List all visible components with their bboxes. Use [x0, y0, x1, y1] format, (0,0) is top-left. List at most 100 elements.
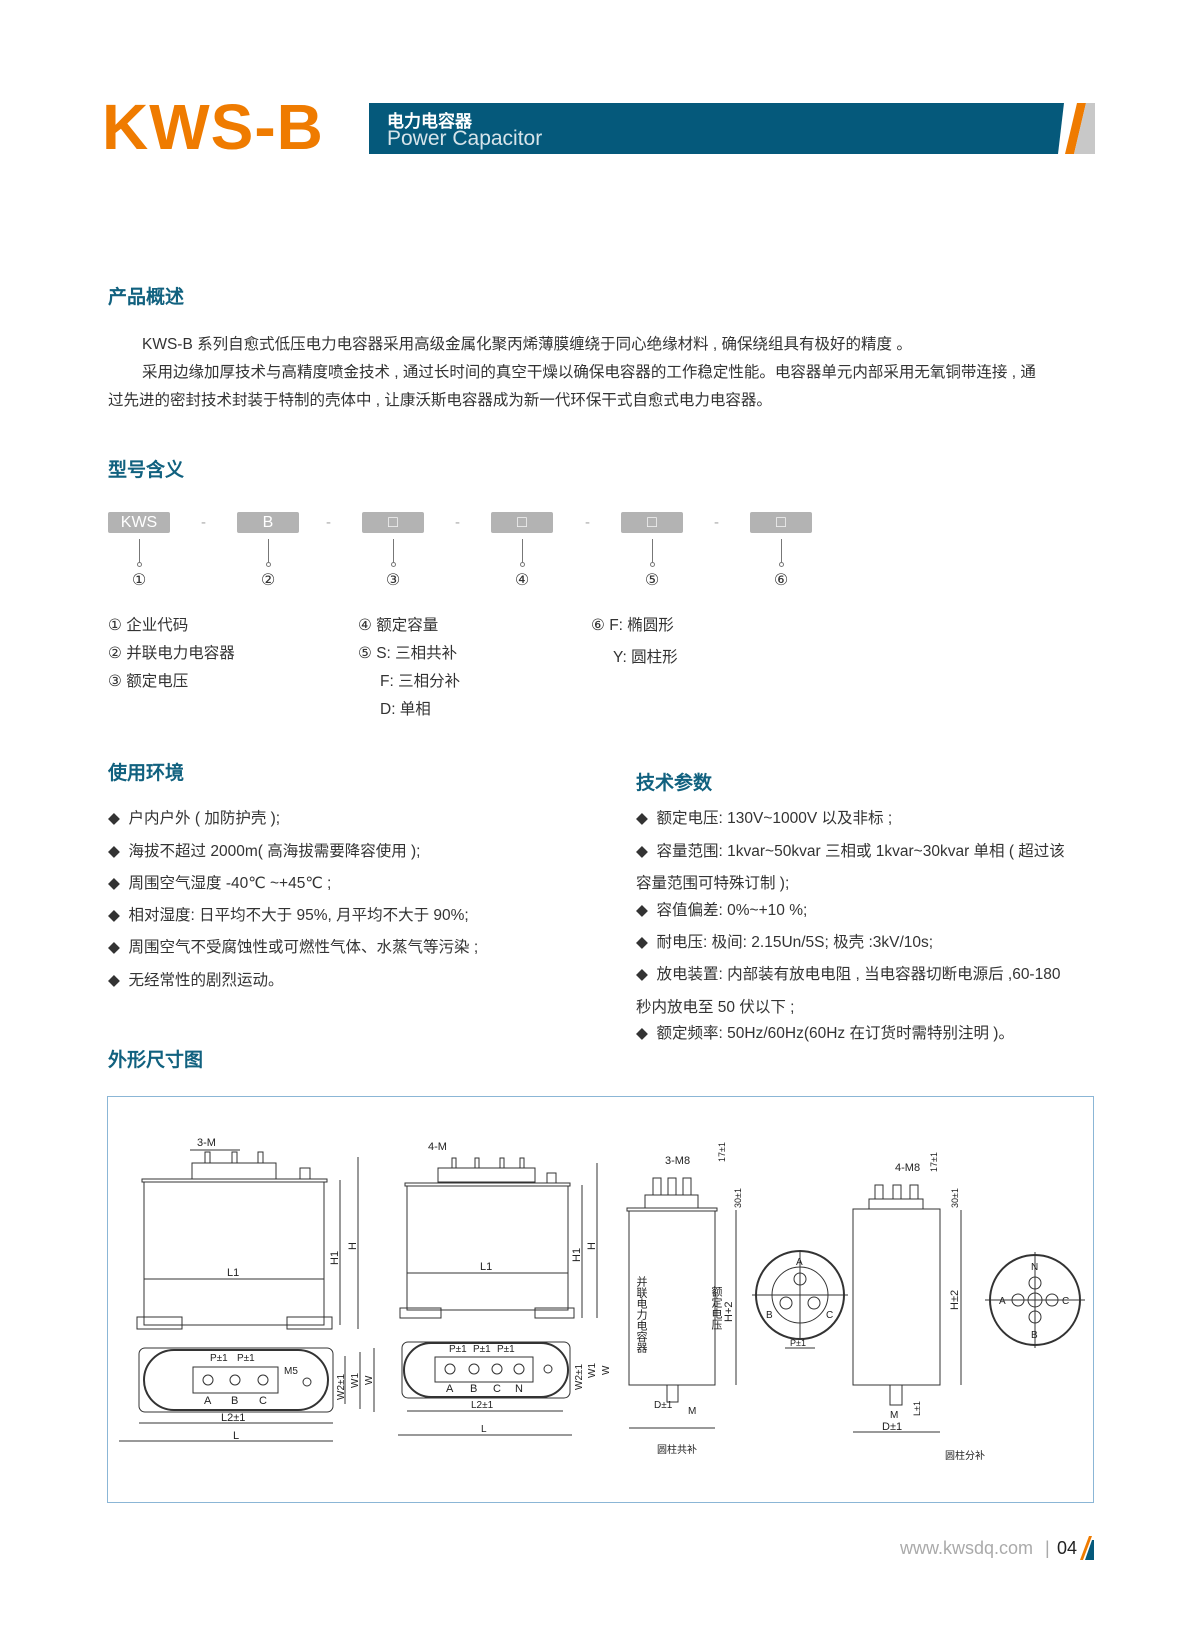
label-b: B: [1031, 1330, 1038, 1341]
connector-line: [266, 539, 271, 567]
label-m: M: [890, 1410, 898, 1421]
bullet-icon: ◆: [108, 907, 120, 924]
label-c: C: [259, 1395, 267, 1407]
caption-split: 圆柱分补: [945, 1449, 985, 1462]
model-code-box: □: [621, 512, 683, 533]
position-number: ⑥: [773, 572, 789, 589]
legend-item: ⑥ F: 椭圆形: [591, 617, 674, 634]
tech-param-text: 额定电压: 130V~1000V 以及非标 ;: [656, 810, 893, 827]
title-banner: 电力电容器 Power Capacitor: [369, 103, 1055, 154]
footer-logo-icon: [1080, 1536, 1094, 1560]
separator: -: [714, 514, 719, 531]
label-l1: L1: [227, 1267, 239, 1279]
tech-param-text: 放电装置: 内部装有放电电阻 , 当电容器切断电源后 ,60-180: [656, 966, 1061, 983]
label-m5: M5: [284, 1366, 298, 1377]
label-a: A: [999, 1296, 1006, 1307]
label-c: C: [826, 1310, 833, 1321]
label-a: A: [796, 1257, 803, 1268]
legend-item: ⑤ S: 三相共补: [358, 645, 458, 662]
drawing-oval-3phase-top: P±1 P±1 M5 A B C L2±1 L W2±1 W1 W: [119, 1347, 375, 1442]
tech-param-text: 容值偏差: 0%~+10 %;: [656, 902, 808, 919]
environment-item-text: 户内户外 ( 加防护壳 );: [128, 810, 281, 827]
label-b: B: [231, 1395, 238, 1407]
separator: -: [585, 514, 590, 531]
label-m: M: [688, 1406, 696, 1417]
environment-item: ◆ 无经常性的剧烈运动。: [108, 968, 284, 990]
bullet-icon: ◆: [636, 902, 648, 919]
label-3m8: 3-M8: [665, 1155, 690, 1167]
environment-item: ◆ 周围空气不受腐蚀性或可燃性气体、水蒸气等污染 ;: [108, 935, 478, 957]
bullet-icon: ◆: [636, 843, 648, 860]
section-heading-drawing: 外形尺寸图: [108, 1050, 204, 1071]
separator: -: [201, 514, 206, 531]
environment-item: ◆ 户内户外 ( 加防护壳 );: [108, 806, 280, 828]
banner-title-en: Power Capacitor: [387, 127, 543, 150]
tech-param-line: ◆ 额定电压: 130V~1000V 以及非标 ;: [636, 806, 892, 828]
label-17: 17±1: [929, 1152, 939, 1172]
tech-param-line: ◆ 容值偏差: 0%~+10 %;: [636, 898, 807, 920]
label-d: D±1: [882, 1421, 902, 1433]
dimension-drawings: 3-M L1 H1 H P±1 P±1 M5 A B C L2±1 L W2±1…: [119, 1137, 1085, 1462]
banner-title-cn: 电力电容器: [387, 112, 472, 131]
label-17: 17±1: [717, 1142, 727, 1162]
page-number: 04: [1057, 1538, 1078, 1558]
label-w2: W2±1: [336, 1374, 347, 1400]
tech-param-text: 容量范围可特殊订制 );: [636, 875, 790, 892]
separator: -: [455, 514, 460, 531]
environment-item-text: 周围空气不受腐蚀性或可燃性气体、水蒸气等污染 ;: [128, 939, 479, 956]
legend-item: ② 并联电力电容器: [108, 645, 235, 662]
bullet-icon: ◆: [636, 1025, 648, 1042]
label-h2: H+2: [723, 1302, 735, 1323]
label-w: W: [601, 1365, 612, 1375]
tech-param-text: 秒内放电至 50 伏以下 ;: [636, 999, 795, 1016]
connector-line: [520, 539, 525, 567]
label-l: L±1: [912, 1401, 922, 1416]
label-l2: L2±1: [471, 1400, 494, 1411]
bullet-icon: ◆: [636, 934, 648, 951]
legend-item: ③ 额定电压: [108, 673, 189, 690]
label-c: C: [493, 1383, 501, 1395]
environment-item-text: 海拔不超过 2000m( 高海拔需要降容使用 );: [128, 843, 421, 860]
label-p: P±1: [790, 1338, 806, 1348]
label-h: H: [586, 1242, 598, 1250]
bullet-icon: ◆: [108, 875, 120, 892]
label-p: P±1: [210, 1353, 228, 1364]
label-d: D±1: [654, 1400, 673, 1411]
tech-param-line: ◆ 容量范围: 1kvar~50kvar 三相或 1kvar~30kvar 单相…: [636, 839, 1065, 861]
bullet-icon: ◆: [636, 810, 648, 827]
model-code-box: □: [750, 512, 812, 533]
environment-item: ◆ 周围空气湿度 -40℃ ~+45℃ ;: [108, 871, 331, 893]
label-4m: 4-M: [428, 1141, 447, 1153]
separator: -: [326, 514, 331, 531]
bullet-icon: ◆: [108, 939, 120, 956]
tech-param-text: 耐电压: 极间: 2.15Un/5S; 极壳 :3kV/10s;: [656, 934, 934, 951]
legend-item: ④ 额定容量: [358, 617, 439, 634]
label-30: 30±1: [733, 1188, 743, 1208]
position-number: ②: [260, 572, 276, 589]
label-w1: W1: [350, 1373, 361, 1388]
section-heading-tech: 技术参数: [636, 773, 713, 794]
label-h1: H1: [571, 1248, 583, 1262]
connector-line: [650, 539, 655, 567]
label-l1: L1: [480, 1261, 492, 1273]
model-title: KWS-B: [102, 91, 324, 163]
drawing-cylinder-split: 4-M8 17±1 30±1 H±2 L±1 M D±1 圆柱分补 N A B …: [852, 1152, 1085, 1462]
label-c: C: [1062, 1296, 1069, 1307]
tech-param-text: 额定频率: 50Hz/60Hz(60Hz 在订货时需特别注明 )。: [656, 1025, 1014, 1042]
label-w2: W2±1: [574, 1364, 585, 1390]
section-heading-overview: 产品概述: [108, 287, 185, 308]
environment-item: ◆ 海拔不超过 2000m( 高海拔需要降容使用 );: [108, 839, 421, 861]
position-number: ③: [385, 572, 401, 589]
footer-url[interactable]: www.kwsdq.com: [900, 1538, 1034, 1558]
drawing-oval-3phase-front: 3-M L1 H1 H: [136, 1137, 359, 1330]
overview-line: 过先进的密封技术封装于特制的壳体中 , 让康沃斯电容器成为新一代环保干式自愈式电…: [108, 392, 772, 409]
legend-item: ① 企业代码: [108, 617, 189, 634]
label-a: A: [446, 1383, 454, 1395]
label-b: B: [766, 1310, 773, 1321]
label-l2: L2±1: [221, 1412, 245, 1424]
legend-item: D: 单相: [380, 701, 431, 718]
environment-item-text: 无经常性的剧烈运动。: [128, 972, 284, 989]
drawing-cylinder-common: 3-M8 17±1 30±1 H+2 D±1 M 圆柱共补 并联电力电容器 额定…: [626, 1142, 848, 1456]
label-h: H: [347, 1242, 359, 1250]
brand-logo-icon: [1055, 103, 1095, 154]
